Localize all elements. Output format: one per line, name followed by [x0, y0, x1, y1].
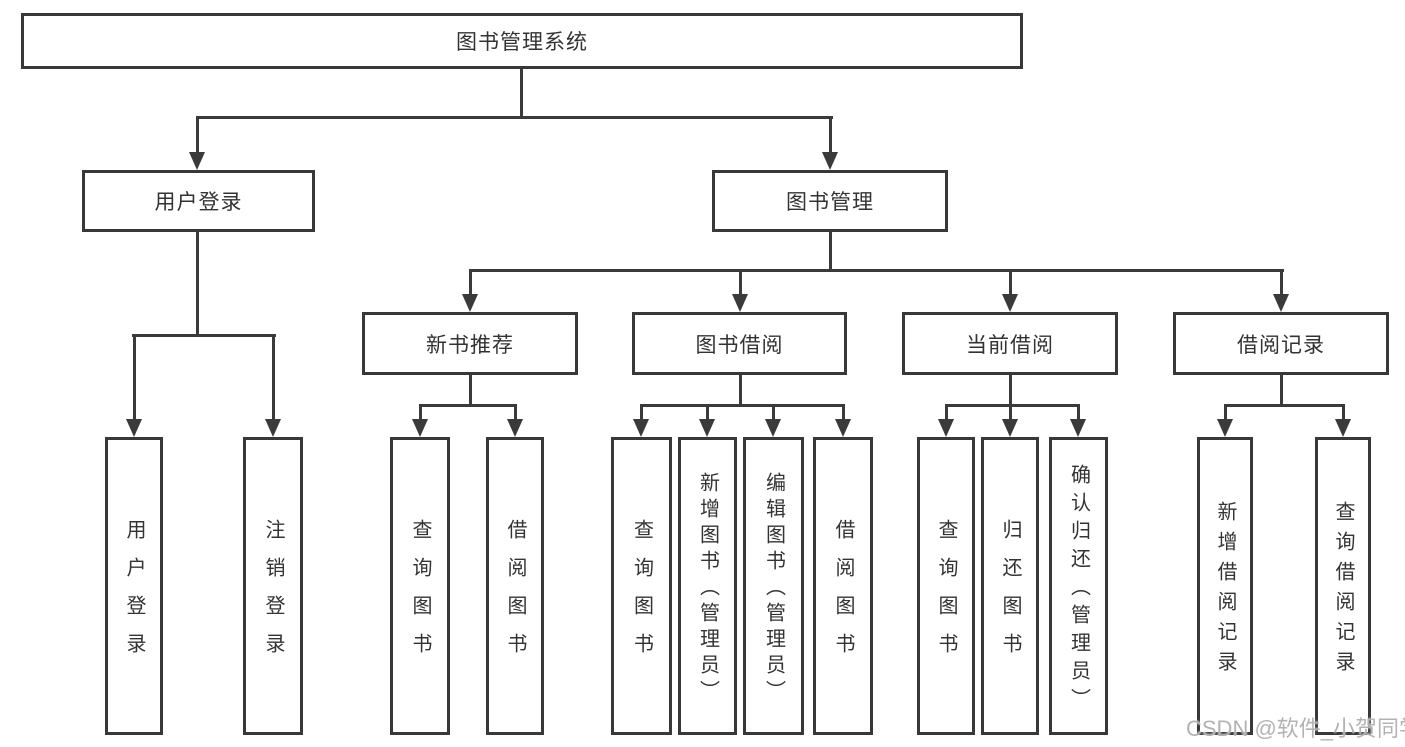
leaf-add-book-admin: 新增图书（管理员） — [678, 437, 737, 735]
connector-line — [640, 404, 845, 407]
connector-line — [738, 269, 742, 296]
arrow-down-icon — [834, 419, 851, 437]
arrow-down-icon — [699, 419, 715, 437]
leaf-return-book: 归还图书 — [981, 437, 1039, 735]
connector-line — [1279, 375, 1283, 406]
leaf-query-borrow-record: 查询借阅记录 — [1315, 437, 1371, 735]
connector-line — [1008, 375, 1012, 406]
connector-line — [828, 232, 832, 271]
node-book-borrow: 图书借阅 — [632, 312, 847, 375]
connector-line — [841, 404, 845, 421]
connector-line — [195, 232, 199, 336]
leaf-label: 查询图书 — [935, 519, 957, 671]
arrow-down-icon — [188, 152, 205, 170]
connector-line — [1223, 404, 1227, 421]
arrow-down-icon — [937, 419, 954, 437]
arrow-down-icon — [1001, 294, 1018, 312]
leaf-label: 查询图书 — [630, 519, 653, 671]
connector-line — [520, 69, 523, 118]
arrow-down-icon — [125, 419, 142, 437]
arrow-down-icon — [633, 419, 649, 437]
leaf-label: 编辑图书（管理员） — [762, 472, 785, 706]
connector-line — [945, 404, 1080, 407]
node-label: 借阅记录 — [1237, 333, 1325, 357]
leaf-label: 查询借阅记录 — [1332, 501, 1354, 681]
leaf-logout: 注销登录 — [243, 437, 303, 735]
leaf-label: 借阅图书 — [832, 519, 854, 671]
connector-line — [738, 375, 742, 406]
leaf-add-borrow-record: 新增借阅记录 — [1197, 437, 1253, 735]
node-label: 用户登录 — [154, 191, 243, 214]
connector-line — [513, 404, 517, 421]
leaf-label: 用户登录 — [123, 519, 145, 671]
connector-line — [468, 269, 472, 296]
node-book-management: 图书管理 — [712, 170, 948, 232]
connector-line — [1279, 269, 1283, 296]
connector-line — [1077, 404, 1080, 421]
arrow-down-icon — [1070, 419, 1086, 437]
node-borrow-records: 借阅记录 — [1173, 312, 1389, 375]
arrow-down-icon — [1001, 419, 1018, 437]
arrow-down-icon — [264, 419, 281, 437]
connector-line — [271, 334, 275, 421]
connector-line — [132, 334, 136, 421]
node-label: 图书管理系统 — [456, 31, 588, 54]
leaf-confirm-return-admin: 确认归还（管理员） — [1049, 437, 1108, 735]
node-library-management-system: 图书管理系统 — [21, 13, 1023, 69]
leaf-query-books: 查询图书 — [611, 437, 672, 735]
leaf-borrow-books: 借阅图书 — [486, 437, 544, 735]
leaf-label: 新增图书（管理员） — [696, 472, 719, 706]
node-label: 当前借阅 — [966, 333, 1054, 357]
connector-line — [1341, 404, 1345, 421]
arrow-down-icon — [1272, 294, 1289, 312]
connector-line — [1008, 269, 1012, 296]
arrow-down-icon — [731, 294, 748, 312]
connector-line — [418, 404, 422, 421]
connector-line — [195, 116, 199, 154]
connector-line — [132, 334, 276, 337]
leaf-edit-book-admin: 编辑图书（管理员） — [743, 437, 804, 735]
connector-line — [419, 404, 517, 407]
node-label: 图书管理 — [786, 191, 874, 214]
leaf-label: 归还图书 — [999, 519, 1021, 671]
connector-line — [772, 404, 775, 421]
arrow-down-icon — [506, 419, 523, 437]
node-label: 图书借阅 — [695, 333, 784, 357]
connector-line — [469, 269, 1284, 272]
node-user-login: 用户登录 — [82, 170, 315, 232]
arrow-down-icon — [1216, 419, 1233, 437]
connector-line — [944, 404, 948, 421]
leaf-user-login: 用户登录 — [105, 437, 163, 735]
leaf-label: 借阅图书 — [504, 519, 526, 671]
connector-line — [196, 116, 833, 119]
node-label: 新书推荐 — [426, 333, 514, 357]
csdn-watermark: CSDN @软件_小贺同学 — [1186, 716, 1405, 741]
connector-line — [706, 404, 709, 421]
arrow-down-icon — [1334, 419, 1351, 437]
connector-line — [1224, 404, 1345, 407]
arrow-down-icon — [411, 419, 428, 437]
leaf-label: 查询图书 — [409, 519, 431, 671]
leaf-label: 新增借阅记录 — [1214, 501, 1236, 681]
node-new-book-recommend: 新书推荐 — [362, 312, 578, 375]
arrow-down-icon — [765, 419, 781, 437]
connector-line — [468, 375, 472, 406]
connector-line — [1008, 404, 1012, 421]
connector-line — [640, 404, 643, 421]
connector-line — [828, 116, 832, 154]
leaf-label: 注销登录 — [262, 519, 284, 671]
arrow-down-icon — [461, 294, 478, 312]
arrow-down-icon — [821, 152, 838, 170]
leaf-borrow-books: 借阅图书 — [813, 437, 873, 735]
node-current-borrow: 当前借阅 — [902, 312, 1118, 375]
leaf-query-books: 查询图书 — [390, 437, 450, 735]
leaf-label: 确认归还（管理员） — [1067, 464, 1090, 716]
leaf-query-books: 查询图书 — [917, 437, 975, 735]
